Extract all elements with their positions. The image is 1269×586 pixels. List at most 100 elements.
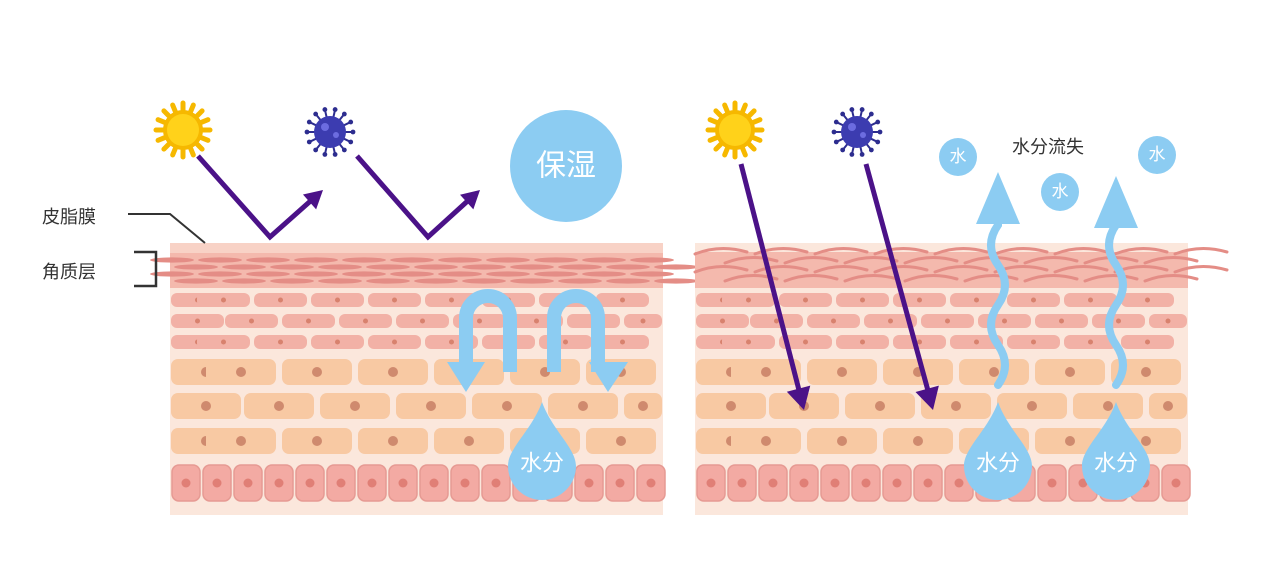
sun-ray	[170, 102, 178, 115]
corneum-cell	[582, 271, 626, 277]
cell-nucleus	[398, 478, 408, 488]
virus-spike-tip	[348, 119, 354, 125]
retained-water-loop	[547, 289, 605, 372]
sebum-film-leader	[128, 213, 206, 244]
cell-nucleus	[420, 318, 425, 324]
cell-nucleus	[363, 318, 368, 324]
cell-nucleus	[768, 478, 778, 488]
cell-nucleus	[837, 367, 847, 377]
moisture-drop-right-1: 水分	[964, 402, 1032, 500]
cell-nucleus	[1141, 367, 1151, 377]
flaking-corneum-cell	[753, 265, 809, 274]
water-arrowhead	[589, 362, 628, 392]
cell-nucleus	[746, 339, 751, 345]
virus-body	[841, 116, 873, 148]
virus-spike-tip	[304, 129, 310, 135]
cell-nucleus	[917, 297, 922, 303]
flaking-corneum-cell	[933, 265, 989, 274]
cell-nucleus	[312, 367, 322, 377]
cell-nucleus	[278, 297, 283, 303]
flaking-corneum-cell	[813, 265, 869, 274]
flaking-corneum-cell	[783, 274, 839, 283]
virus-spike-tip	[833, 119, 839, 125]
corneum-cell	[414, 278, 458, 284]
corneum-cell	[294, 257, 338, 263]
sun-ray	[750, 135, 763, 143]
cell-nucleus	[305, 478, 315, 488]
virus-spot	[333, 132, 339, 138]
flaking-corneum-cell	[903, 274, 959, 283]
water-drop-label: 水分	[520, 452, 564, 477]
flaking-corneum-cell	[1083, 274, 1139, 283]
flaking-corneum-cell	[1173, 265, 1229, 274]
cell-nucleus	[726, 401, 736, 411]
virus-spike-tip	[322, 107, 328, 112]
cell-nucleus	[335, 339, 340, 345]
corneum-cell	[414, 264, 458, 270]
flaking-corneum-cell	[963, 274, 1019, 283]
corneum-cell	[318, 264, 362, 270]
flaking-corneum-cell	[693, 265, 749, 274]
cell-nucleus	[837, 436, 847, 446]
cell-nucleus	[195, 318, 200, 324]
corneum-cell	[150, 271, 194, 277]
virus-icon	[304, 107, 356, 157]
sun-ray	[155, 135, 168, 143]
moisture-drop-left: 水分	[508, 402, 576, 500]
cell-nucleus	[917, 339, 922, 345]
virus-spike-tip	[875, 139, 881, 145]
cell-nucleus	[1145, 339, 1150, 345]
cell-nucleus	[706, 478, 716, 488]
virus-spike-tip	[833, 139, 839, 145]
cell-nucleus	[392, 339, 397, 345]
cell-nucleus	[1065, 436, 1075, 446]
diagram-overlay: 保湿水分水分水分水水水	[128, 100, 1176, 500]
sun-ray	[707, 117, 720, 125]
virus-icon	[831, 107, 883, 157]
flaking-corneum-cell	[723, 256, 779, 265]
sun-ray	[707, 135, 720, 143]
water-bubble-1	[939, 138, 977, 176]
sun-ray	[188, 102, 196, 115]
water-bubble-1-text: 水	[950, 147, 967, 167]
cell-nucleus	[1078, 478, 1088, 488]
cell-nucleus	[620, 339, 625, 345]
sun-ray	[722, 145, 730, 158]
corneum-cell	[318, 278, 362, 284]
flaking-corneum-cell	[873, 247, 929, 256]
corneum-cell	[174, 264, 218, 270]
corneum-cell	[390, 257, 434, 263]
sun-ray	[194, 141, 205, 152]
cell-nucleus	[989, 367, 999, 377]
uv-arrowhead	[302, 190, 323, 210]
cell-nucleus	[429, 478, 439, 488]
cell-nucleus	[1088, 339, 1093, 345]
corneum-cell	[270, 278, 314, 284]
virus-spike-tip	[341, 147, 347, 153]
reflected-uv-arrow	[196, 154, 317, 241]
cell-nucleus	[350, 401, 360, 411]
reflected-uv-arrow	[355, 154, 474, 241]
water-bubble-2-text: 水	[1052, 182, 1069, 202]
healthy-skin-section	[150, 243, 698, 515]
cell-nucleus	[460, 478, 470, 488]
cell-nucleus	[1002, 318, 1007, 324]
sun-ray	[194, 108, 205, 119]
cell-nucleus	[491, 478, 501, 488]
corneum-cell	[534, 271, 578, 277]
cell-nucleus	[1088, 297, 1093, 303]
sun-ray	[750, 117, 763, 125]
virus-spike-tip	[332, 152, 338, 157]
cell-nucleus	[236, 367, 246, 377]
sun-icon	[705, 100, 765, 160]
water-bubble-3	[1138, 136, 1176, 174]
cell-nucleus	[392, 297, 397, 303]
corneum-cell	[198, 257, 242, 263]
cell-nucleus	[274, 401, 284, 411]
corneum-cell	[270, 264, 314, 270]
cell-nucleus	[875, 401, 885, 411]
uv-arrowhead	[460, 190, 480, 210]
cell-nucleus	[236, 436, 246, 446]
flaking-corneum-cell	[873, 265, 929, 274]
